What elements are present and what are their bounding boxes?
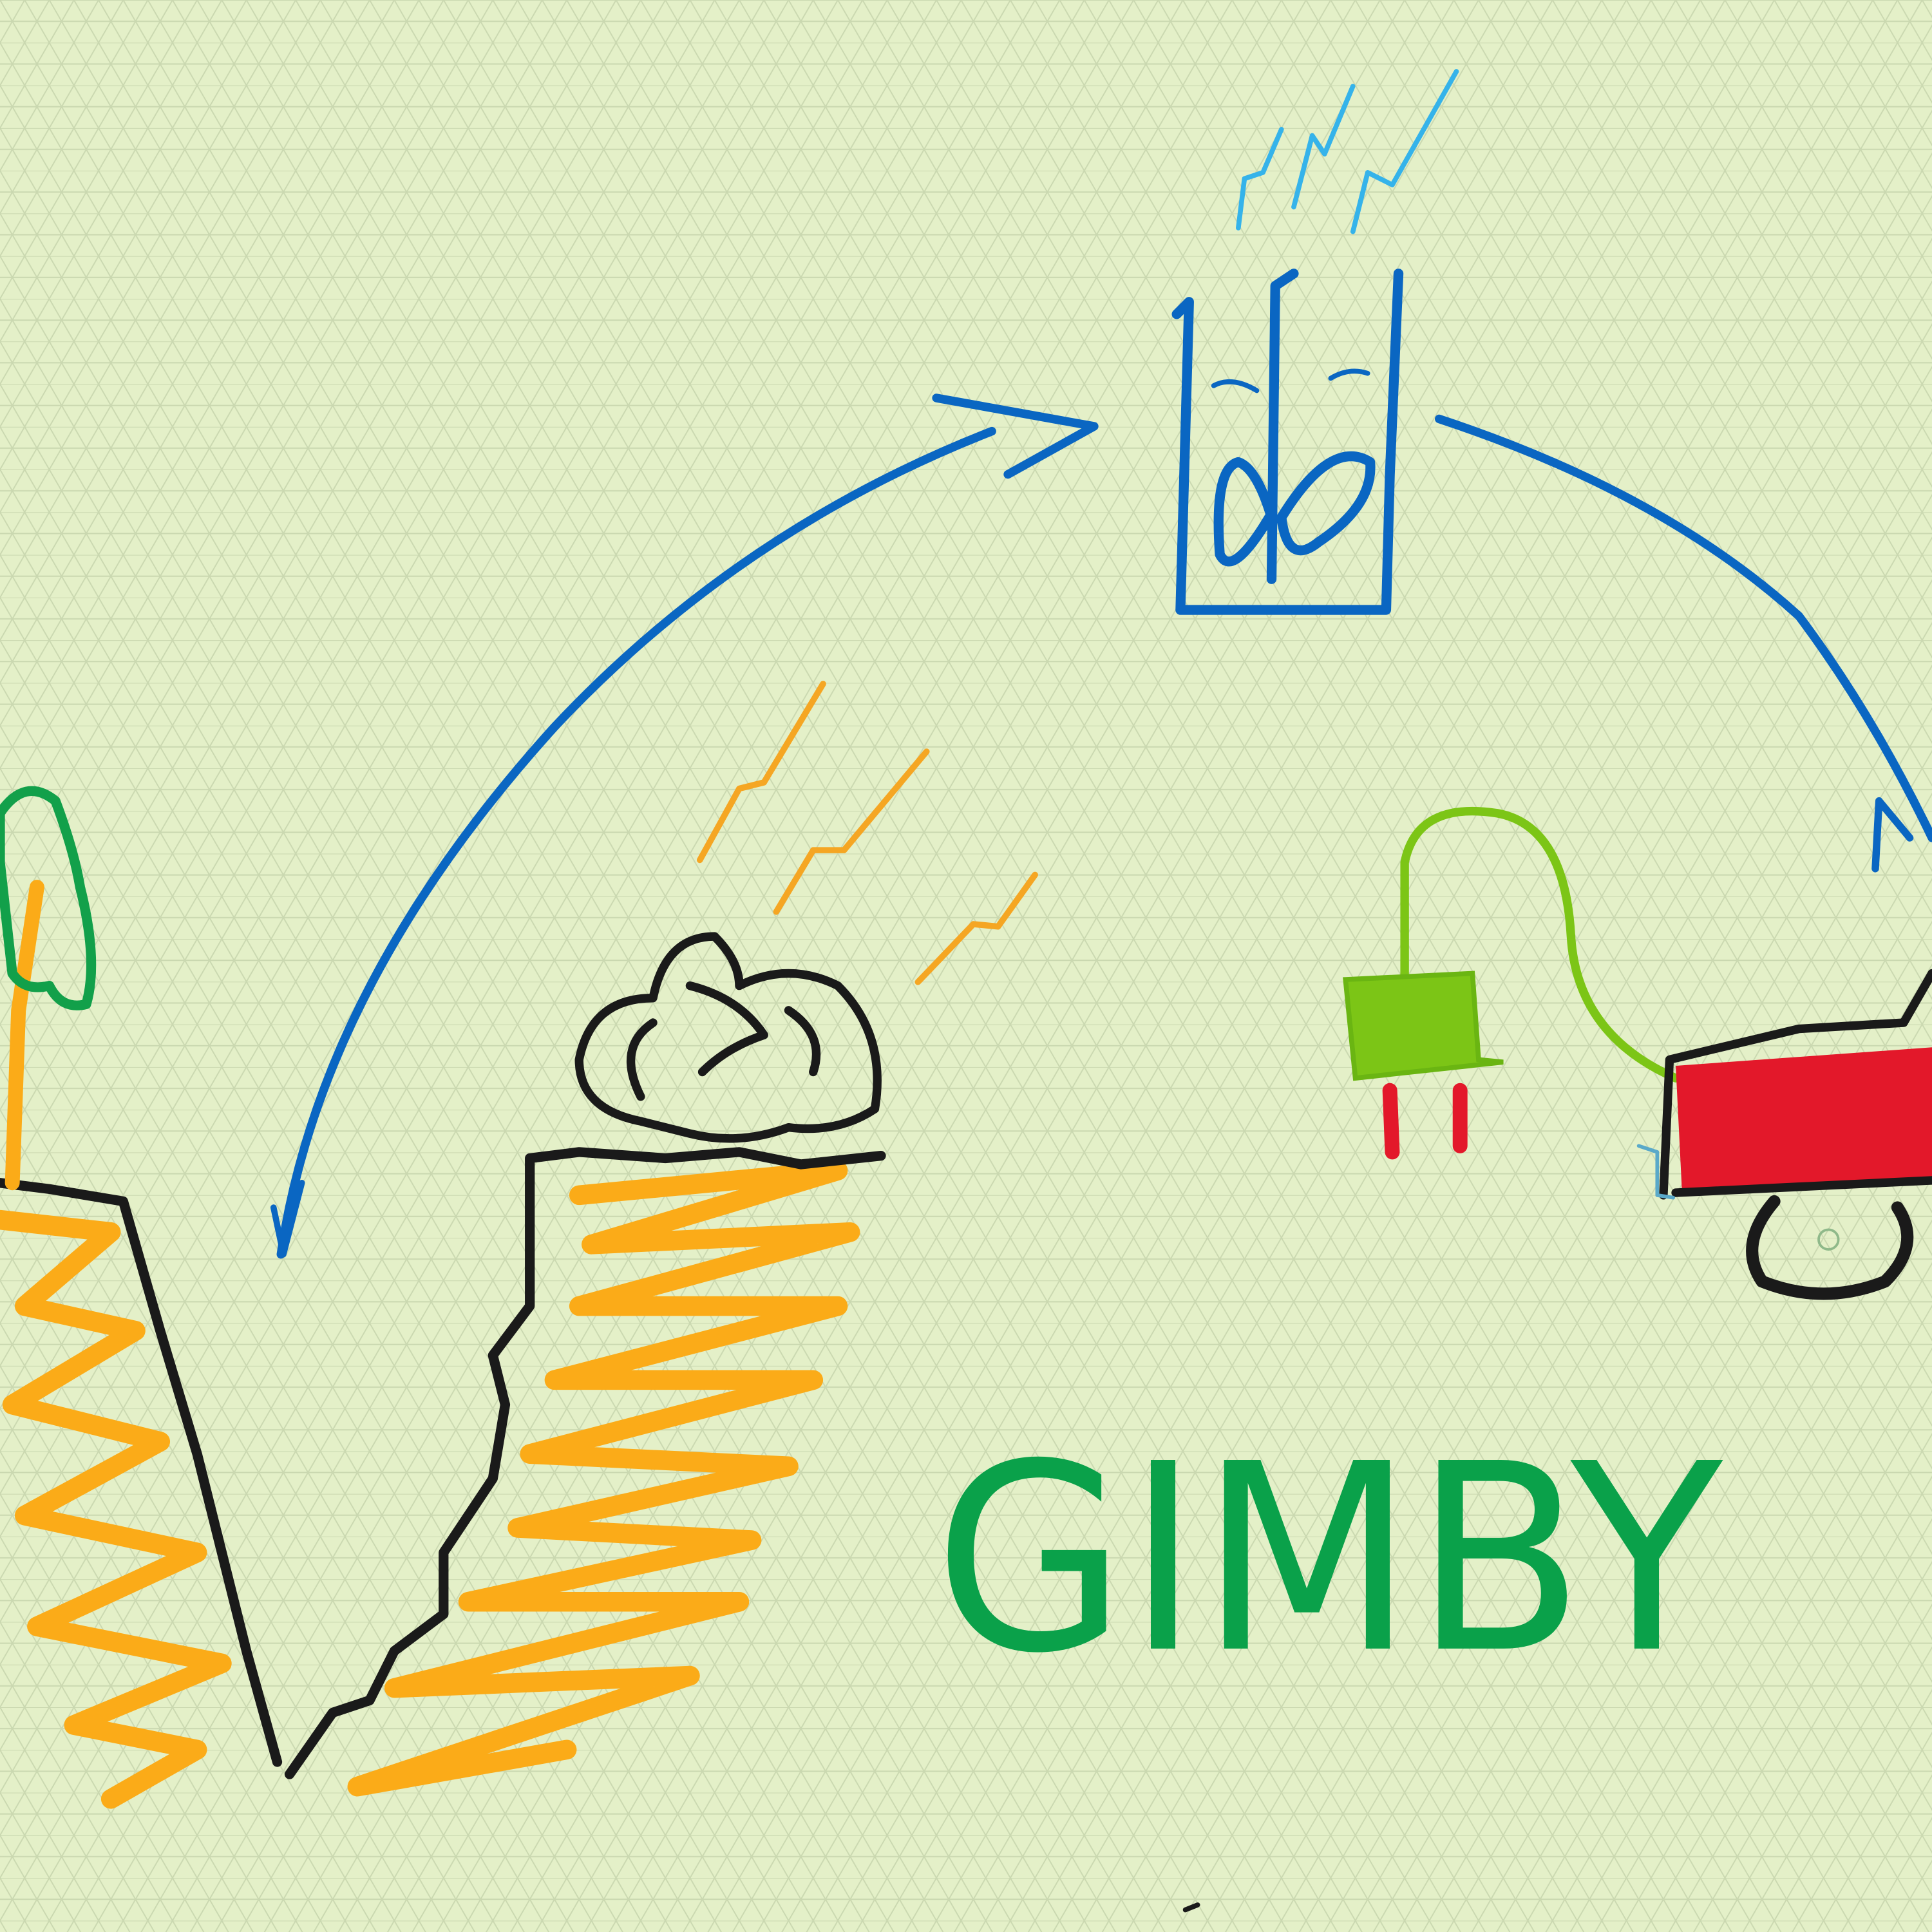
left-cliff bbox=[0, 1178, 283, 1809]
stray-mark bbox=[1182, 1902, 1200, 1913]
sketch-title: GIMBY bbox=[934, 1408, 1726, 1710]
car-icon bbox=[1636, 969, 1932, 1300]
vapor-icon bbox=[1236, 69, 1459, 234]
sparks-icon bbox=[696, 681, 1038, 985]
plug-icon bbox=[1343, 806, 1680, 1160]
arrow-icon bbox=[270, 393, 1099, 1259]
arrow-icon bbox=[1434, 414, 1932, 873]
tree-icon bbox=[0, 786, 97, 1191]
boulder-icon bbox=[574, 932, 882, 1143]
beaker-icon bbox=[1171, 269, 1404, 615]
right-cliff bbox=[284, 1147, 886, 1797]
